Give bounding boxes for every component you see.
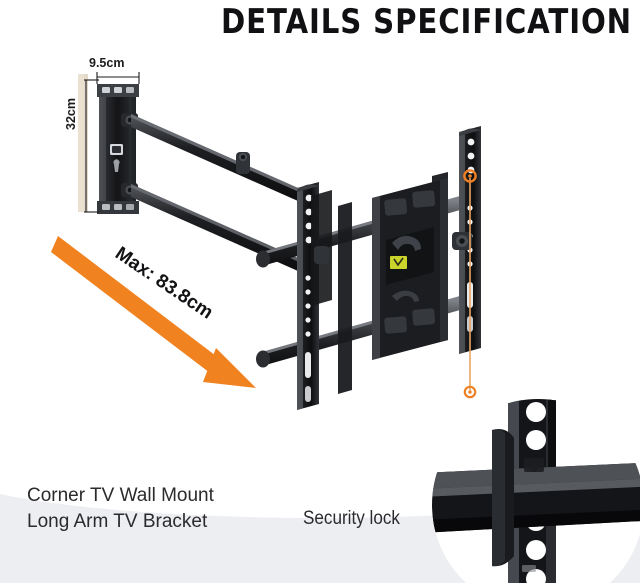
dimension-width-label: 9.5cm [89,56,125,70]
inner-support-right [432,172,448,344]
crossbar-upper [262,196,460,266]
max-extension-label: Max: 83.8cm [111,243,217,324]
tilt-knuckle [452,232,472,250]
center-pivot-plate [372,178,448,360]
page-title: DETAILS SPECIFICATION [221,2,632,42]
max-length-arrow [51,236,256,388]
security-lock-leader [463,169,477,399]
caption-line-2: Long Arm TV Bracket [27,511,208,532]
inner-support-left [338,202,352,394]
arm-bracket-joint [311,190,332,306]
extension-arms [131,114,316,279]
dimension-height-label: 32cm [64,98,78,130]
wall-plate-pivots [121,113,138,197]
tv-bracket-assembly [256,126,481,410]
tv-rail-left [297,182,319,410]
tv-rail-right [459,126,481,354]
product-caption: Corner TV Wall Mount Long Arm TV Bracket [27,483,214,535]
wall-plate [78,74,139,214]
product-label-sticker [390,256,407,269]
crossbar-lower [262,296,460,366]
security-lock-label: Security lock [303,508,400,529]
caption-line-1: Corner TV Wall Mount [27,485,214,506]
arm-mid-joint [236,152,250,174]
dimension-lines [84,72,140,213]
